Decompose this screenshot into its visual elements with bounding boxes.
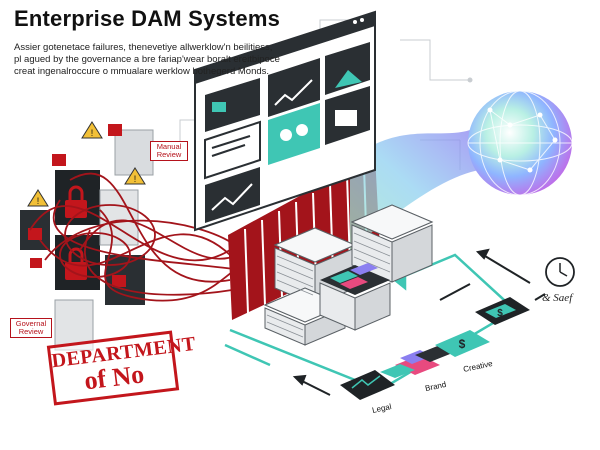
chart-icon [268, 58, 320, 117]
warning-icon [27, 189, 49, 207]
manual-review-tag: Manual Review [150, 141, 188, 161]
lock-icon [108, 124, 122, 136]
clock-label: & Saef [542, 292, 573, 304]
tangled-wires [29, 172, 241, 302]
warning-icons: ! ! ! [27, 121, 146, 268]
lock-icon [65, 200, 87, 218]
lock-icon [52, 154, 66, 166]
asset-screen [194, 10, 376, 232]
svg-text:!: ! [134, 174, 137, 184]
warning-icon [124, 167, 146, 185]
approval-stations: $ $ [340, 297, 530, 400]
lock-icon [30, 258, 42, 268]
chart-icon [205, 167, 260, 223]
clock-icon [545, 257, 575, 287]
document-stacks [263, 204, 434, 346]
svg-text:$: $ [459, 337, 466, 351]
black-arrows [292, 248, 546, 396]
subtitle-line-1: Assier gotenetace failures, thenevetiye … [14, 42, 273, 53]
image-icon [212, 102, 226, 112]
subtitle-line-2: pl agued by the governance a bre fariap'… [14, 54, 280, 65]
warning-icon [81, 121, 103, 139]
svg-text:!: ! [91, 128, 94, 138]
svg-text:$: $ [497, 308, 503, 319]
page-title: Enterprise DAM Systems [14, 6, 281, 31]
users-icon [268, 103, 320, 165]
dollar-icon [435, 330, 490, 357]
globe-icon [467, 90, 573, 196]
general-review-tag: Governal Review [10, 318, 52, 338]
svg-text:!: ! [37, 196, 40, 206]
subtitle-line-3: creat ingenalroccure o mmualare werklow … [14, 66, 270, 77]
